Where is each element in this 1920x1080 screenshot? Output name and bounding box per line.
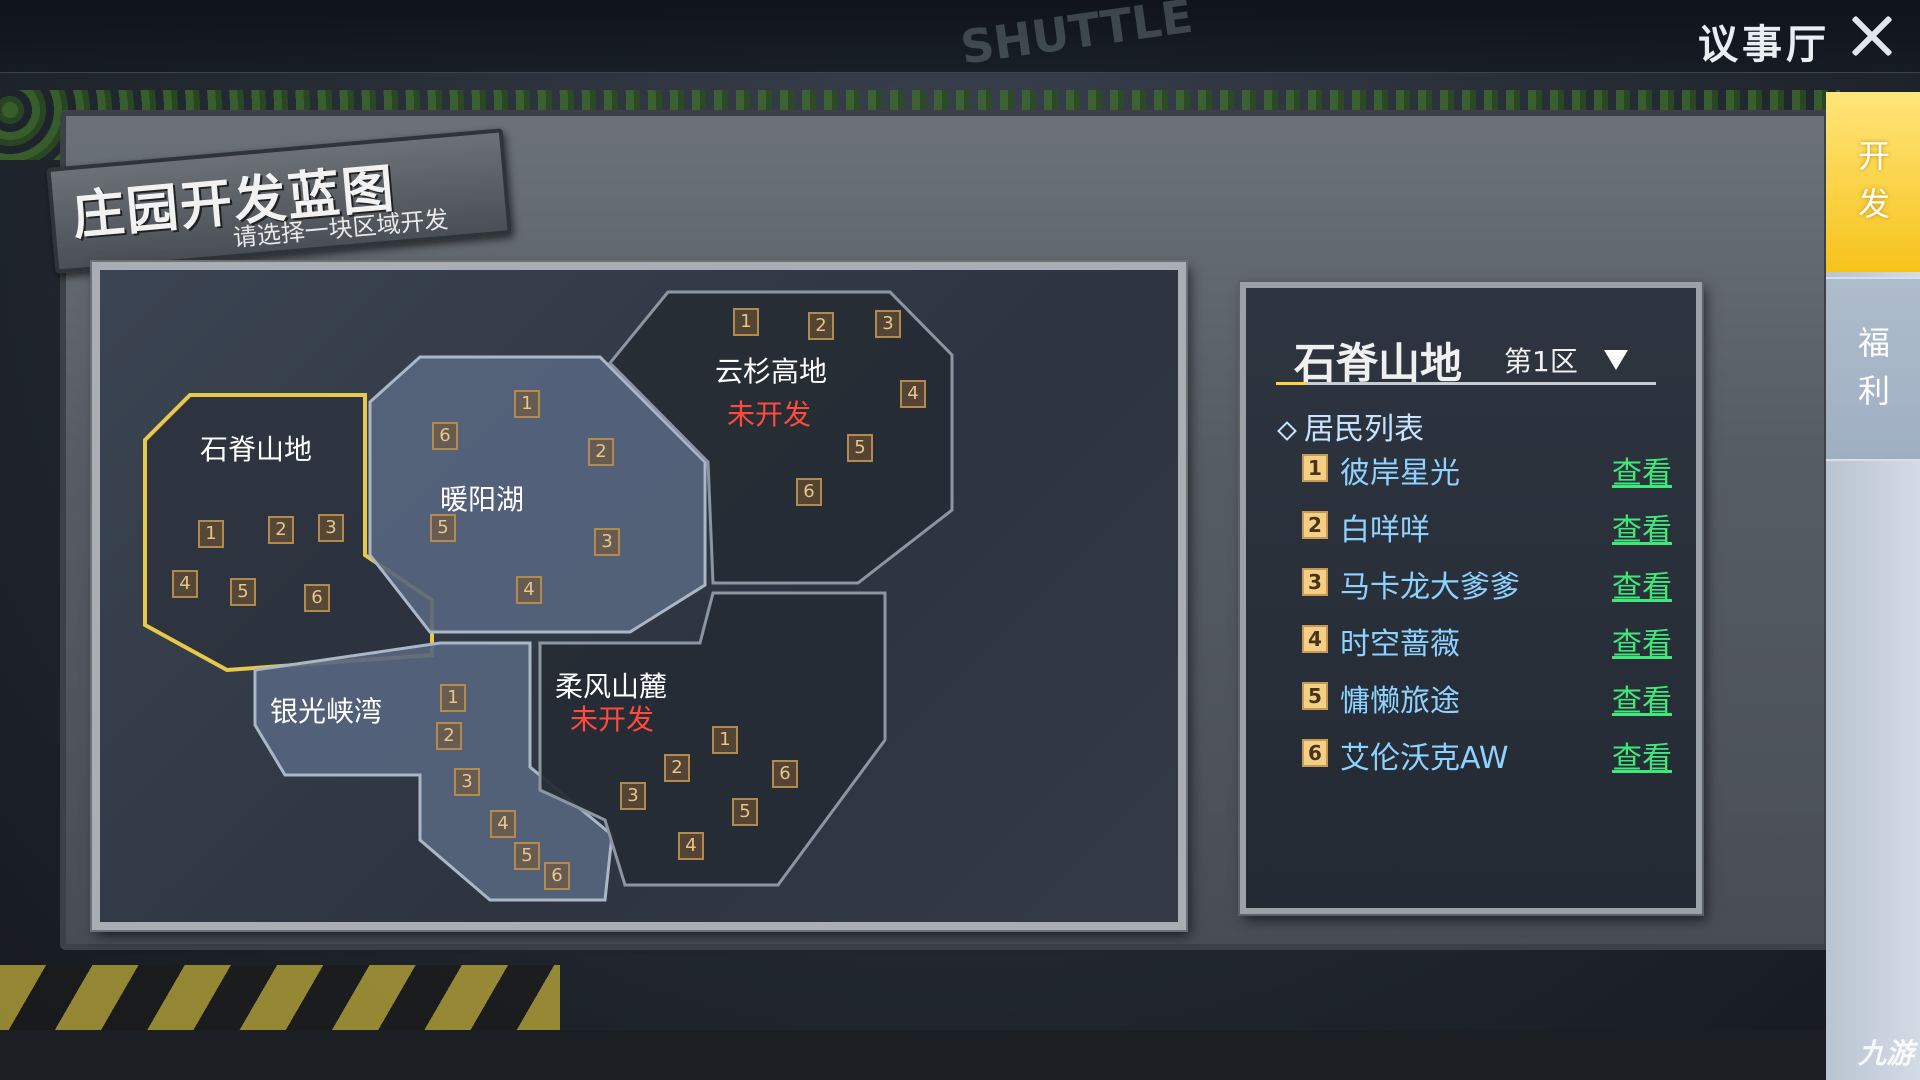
resident-row: 4 时空蔷薇 查看	[1302, 619, 1672, 662]
floor	[0, 1030, 1830, 1080]
view-link[interactable]: 查看	[1612, 456, 1672, 491]
plot-marker[interactable]: 6	[304, 584, 330, 612]
view-link[interactable]: 查看	[1612, 570, 1672, 605]
hazard-stripes	[0, 965, 560, 1035]
resident-name: 马卡龙大爹爹	[1340, 570, 1520, 605]
zone-dropdown[interactable]: 第1区	[1504, 340, 1634, 378]
resident-row: 1 彼岸星光 查看	[1302, 448, 1672, 491]
resident-row: 5 慵懒旅途 查看	[1302, 676, 1672, 719]
plot-marker[interactable]: 2	[436, 722, 462, 750]
region-yunshangaodi[interactable]	[607, 290, 954, 585]
zone-label: 第1区	[1504, 345, 1578, 378]
region-yinguangxiawan[interactable]	[253, 641, 614, 902]
resident-name: 时空蔷薇	[1340, 627, 1460, 662]
plot-marker[interactable]: 1	[440, 684, 466, 712]
plot-marker[interactable]: 5	[847, 434, 873, 462]
plot-marker[interactable]: 3	[594, 528, 620, 556]
plot-marker[interactable]: 2	[664, 754, 690, 782]
resident-number: 4	[1302, 625, 1328, 653]
tab-welfare[interactable]: 福利	[1826, 277, 1920, 461]
view-link[interactable]: 查看	[1612, 684, 1672, 719]
region-label: 暖阳湖	[440, 483, 525, 516]
resident-row: 2 白咩咩 查看	[1302, 505, 1672, 548]
resident-number: 2	[1302, 511, 1328, 539]
region-label: 柔风山麓	[555, 670, 668, 703]
region-label: 银光峡湾	[270, 695, 383, 728]
plot-marker[interactable]: 3	[620, 782, 646, 810]
plot-marker[interactable]: 5	[514, 842, 540, 870]
dropdown-arrow-icon	[1604, 350, 1628, 370]
resident-number: 6	[1302, 739, 1328, 767]
plot-marker[interactable]: 6	[772, 760, 798, 788]
plot-marker[interactable]: 4	[516, 576, 542, 604]
tab-label: 开发	[1858, 137, 1891, 223]
page-title: 议事厅	[1698, 22, 1830, 68]
tab-label: 福利	[1858, 324, 1891, 410]
plot-marker[interactable]: 6	[796, 478, 822, 506]
watermark-logo: 九游	[1857, 1037, 1914, 1070]
resident-number: 5	[1302, 682, 1328, 710]
resident-list-header: 居民列表	[1277, 404, 1424, 448]
resident-number: 3	[1302, 568, 1328, 596]
view-link[interactable]: 查看	[1612, 513, 1672, 548]
plot-marker[interactable]: 2	[808, 312, 834, 340]
diamond-icon	[1277, 420, 1297, 441]
panel-divider	[1276, 382, 1656, 385]
plot-marker[interactable]: 5	[732, 798, 758, 826]
resident-name: 艾伦沃克AW	[1340, 741, 1509, 776]
view-link[interactable]: 查看	[1612, 741, 1672, 776]
plot-marker[interactable]: 1	[198, 520, 224, 548]
view-link[interactable]: 查看	[1612, 627, 1672, 662]
plot-marker[interactable]: 3	[875, 310, 901, 338]
plot-marker[interactable]: 2	[268, 516, 294, 544]
undeveloped-label: 未开发	[727, 398, 812, 431]
tab-develop[interactable]: 开发	[1826, 92, 1920, 272]
region-label: 云杉高地	[715, 355, 828, 388]
region-label: 石脊山地	[200, 433, 313, 466]
plot-marker[interactable]: 4	[172, 570, 198, 598]
plot-marker[interactable]: 5	[230, 578, 256, 606]
resident-name: 慵懒旅途	[1340, 684, 1460, 719]
plot-marker[interactable]: 3	[318, 514, 344, 542]
plot-marker[interactable]: 2	[588, 438, 614, 466]
plot-marker[interactable]: 6	[544, 862, 570, 890]
top-bar: SHUTTLE 议事厅	[0, 0, 1920, 75]
plot-marker[interactable]: 1	[712, 726, 738, 754]
resident-name: 彼岸星光	[1340, 456, 1460, 491]
plot-marker[interactable]: 4	[678, 832, 704, 860]
undeveloped-label: 未开发	[570, 703, 655, 736]
resident-row: 3 马卡龙大爹爹 查看	[1302, 562, 1672, 605]
panel-region-name: 石脊山地	[1294, 339, 1463, 388]
plot-marker[interactable]: 3	[454, 768, 480, 796]
plot-marker[interactable]: 4	[490, 810, 516, 838]
plot-marker[interactable]: 1	[514, 390, 540, 418]
plot-marker[interactable]: 6	[432, 422, 458, 450]
list-title: 居民列表	[1304, 412, 1424, 447]
resident-panel: 石脊山地 第1区 居民列表 1 彼岸星光 查看 2 白咩咩 查看 3 马卡龙大爹…	[1240, 282, 1702, 914]
side-tabs: 开发 福利	[1826, 92, 1920, 1080]
plot-marker[interactable]: 4	[900, 380, 926, 408]
resident-name: 白咩咩	[1340, 513, 1430, 548]
plot-marker[interactable]: 5	[430, 514, 456, 542]
plot-marker[interactable]: 1	[733, 308, 759, 336]
resident-number: 1	[1302, 454, 1328, 482]
resident-row: 6 艾伦沃克AW 查看	[1302, 733, 1672, 776]
